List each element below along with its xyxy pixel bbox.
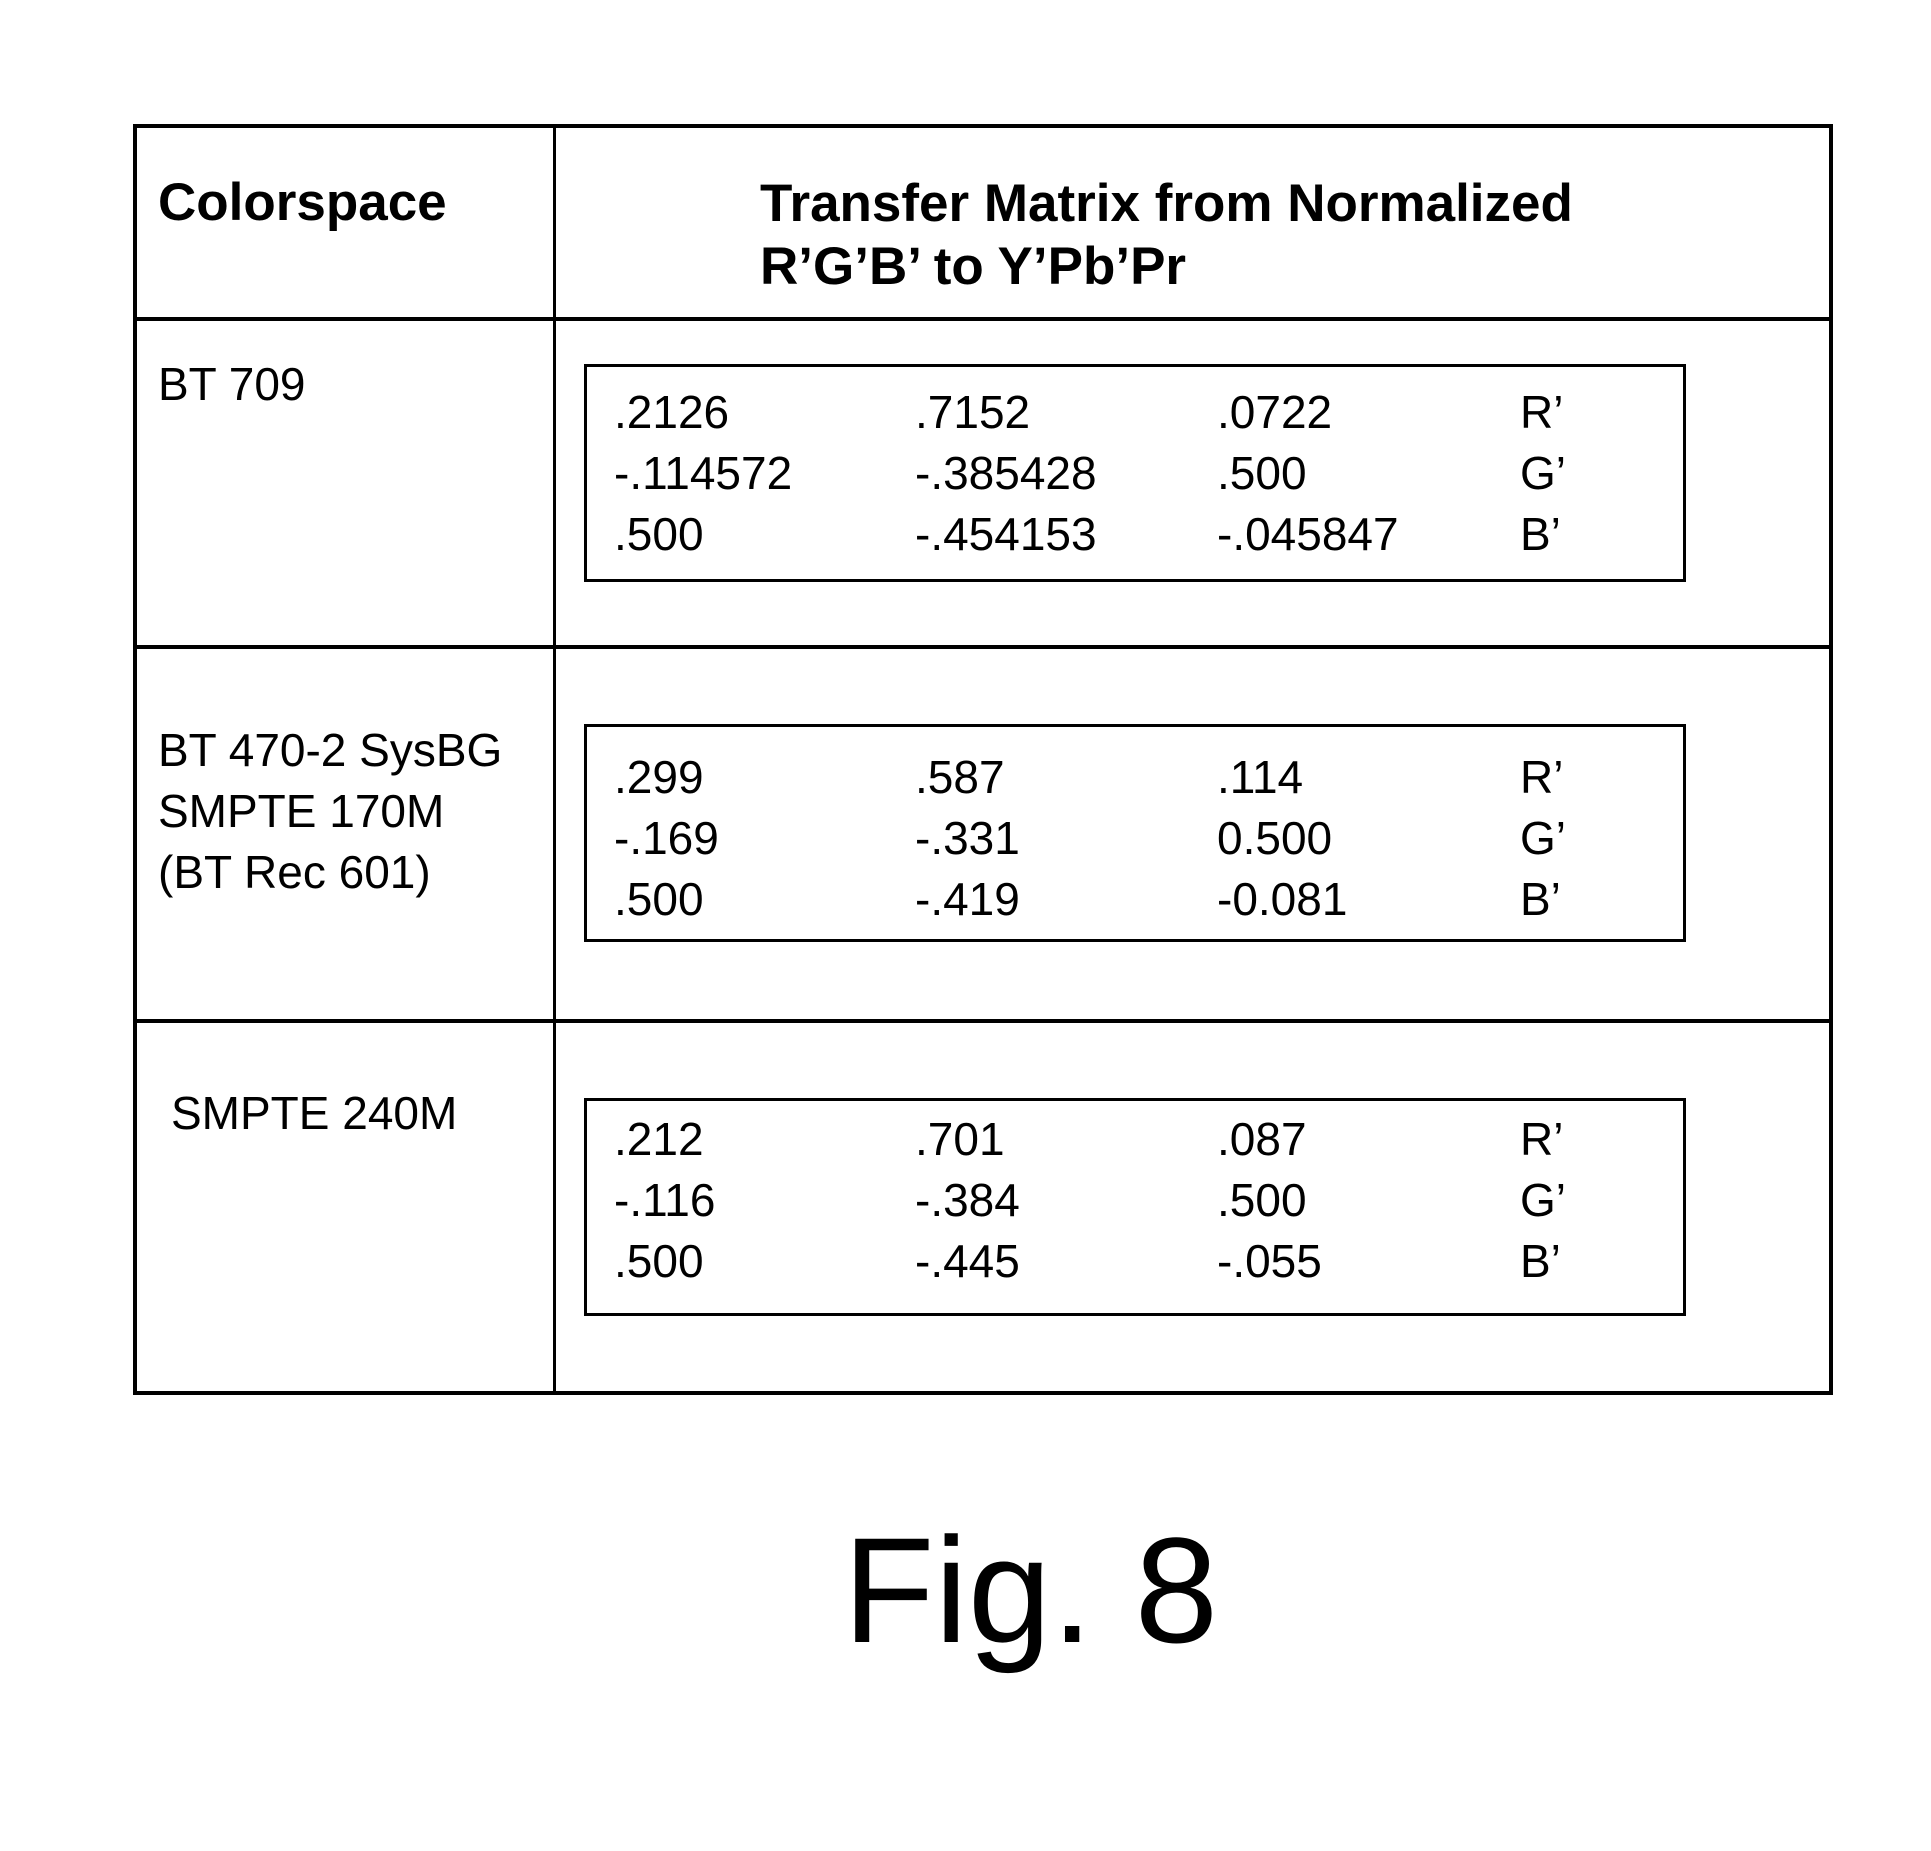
matrix-channel-label: R’	[1520, 382, 1563, 443]
matrix-cell: -.045847	[1217, 504, 1399, 565]
matrix-cell: .587	[915, 747, 1005, 808]
matrix-cell: -.419	[915, 869, 1020, 930]
matrix-cell: .212	[614, 1109, 704, 1170]
matrix-cell: -.385428	[915, 443, 1097, 504]
matrix-channel-label: R’	[1520, 1109, 1563, 1170]
matrix-cell: .500	[614, 1231, 704, 1292]
row-divider	[137, 645, 1829, 649]
colorspace-table: Colorspace Transfer Matrix from Normaliz…	[133, 124, 1833, 1395]
matrix-channel-label: G’	[1520, 808, 1566, 869]
colorspace-line: BT 470-2 SysBG	[158, 720, 502, 781]
transfer-matrix-bt709: .2126 .7152 .0722 R’ -.114572 -.385428 .…	[584, 364, 1686, 582]
matrix-channel-label: R’	[1520, 747, 1563, 808]
matrix-cell: -.055	[1217, 1231, 1322, 1292]
colorspace-label-smpte240m: SMPTE 240M	[171, 1083, 457, 1144]
row-divider	[137, 1019, 1829, 1023]
matrix-row: .500 -.419 -0.081 B’	[587, 869, 1683, 930]
matrix-cell: -.114572	[614, 443, 792, 504]
header-matrix-line-1: Transfer Matrix from Normalized	[760, 172, 1573, 235]
matrix-cell: .7152	[915, 382, 1030, 443]
matrix-cell: -.454153	[915, 504, 1097, 565]
matrix-channel-label: B’	[1520, 869, 1561, 930]
matrix-row: .500 -.445 -.055 B’	[587, 1231, 1683, 1292]
matrix-cell: .500	[614, 869, 704, 930]
header-transfer-matrix: Transfer Matrix from Normalized R’G’B’ t…	[760, 172, 1573, 298]
colorspace-line: BT 709	[158, 354, 305, 415]
matrix-cell: .500	[1217, 1170, 1307, 1231]
matrix-cell: -.331	[915, 808, 1020, 869]
header-matrix-line-2: R’G’B’ to Y’Pb’Pr	[760, 235, 1573, 298]
matrix-cell: .500	[1217, 443, 1307, 504]
matrix-row: .299 .587 .114 R’	[587, 747, 1683, 808]
matrix-row: -.116 -.384 .500 G’	[587, 1170, 1683, 1231]
transfer-matrix-bt470: .299 .587 .114 R’ -.169 -.331 0.500 G’ .…	[584, 724, 1686, 942]
colorspace-line: SMPTE 240M	[171, 1083, 457, 1144]
matrix-cell: .0722	[1217, 382, 1332, 443]
matrix-cell: -.169	[614, 808, 719, 869]
matrix-cell: -0.081	[1217, 869, 1347, 930]
matrix-row: -.169 -.331 0.500 G’	[587, 808, 1683, 869]
matrix-row: .2126 .7152 .0722 R’	[587, 382, 1683, 443]
matrix-channel-label: G’	[1520, 1170, 1566, 1231]
matrix-cell: -.116	[614, 1170, 715, 1231]
matrix-cell: .500	[614, 504, 704, 565]
matrix-channel-label: G’	[1520, 443, 1566, 504]
matrix-channel-label: B’	[1520, 504, 1561, 565]
row-divider	[137, 317, 1829, 321]
matrix-channel-label: B’	[1520, 1231, 1561, 1292]
matrix-row: .500 -.454153 -.045847 B’	[587, 504, 1683, 565]
colorspace-line: (BT Rec 601)	[158, 842, 502, 903]
matrix-cell: .299	[614, 747, 704, 808]
matrix-cell: .114	[1217, 747, 1303, 808]
colorspace-line: SMPTE 170M	[158, 781, 502, 842]
matrix-cell: .701	[915, 1109, 1005, 1170]
colorspace-label-bt709: BT 709	[158, 354, 305, 415]
header-colorspace: Colorspace	[158, 172, 447, 233]
matrix-row: -.114572 -.385428 .500 G’	[587, 443, 1683, 504]
transfer-matrix-smpte240m: .212 .701 .087 R’ -.116 -.384 .500 G’ .5…	[584, 1098, 1686, 1316]
matrix-cell: .2126	[614, 382, 729, 443]
matrix-cell: .087	[1217, 1109, 1307, 1170]
matrix-cell: -.445	[915, 1231, 1020, 1292]
figure-caption: Fig. 8	[0, 1505, 1931, 1675]
matrix-cell: 0.500	[1217, 808, 1332, 869]
matrix-cell: -.384	[915, 1170, 1020, 1231]
matrix-row: .212 .701 .087 R’	[587, 1109, 1683, 1170]
colorspace-label-bt470: BT 470-2 SysBG SMPTE 170M (BT Rec 601)	[158, 720, 502, 903]
